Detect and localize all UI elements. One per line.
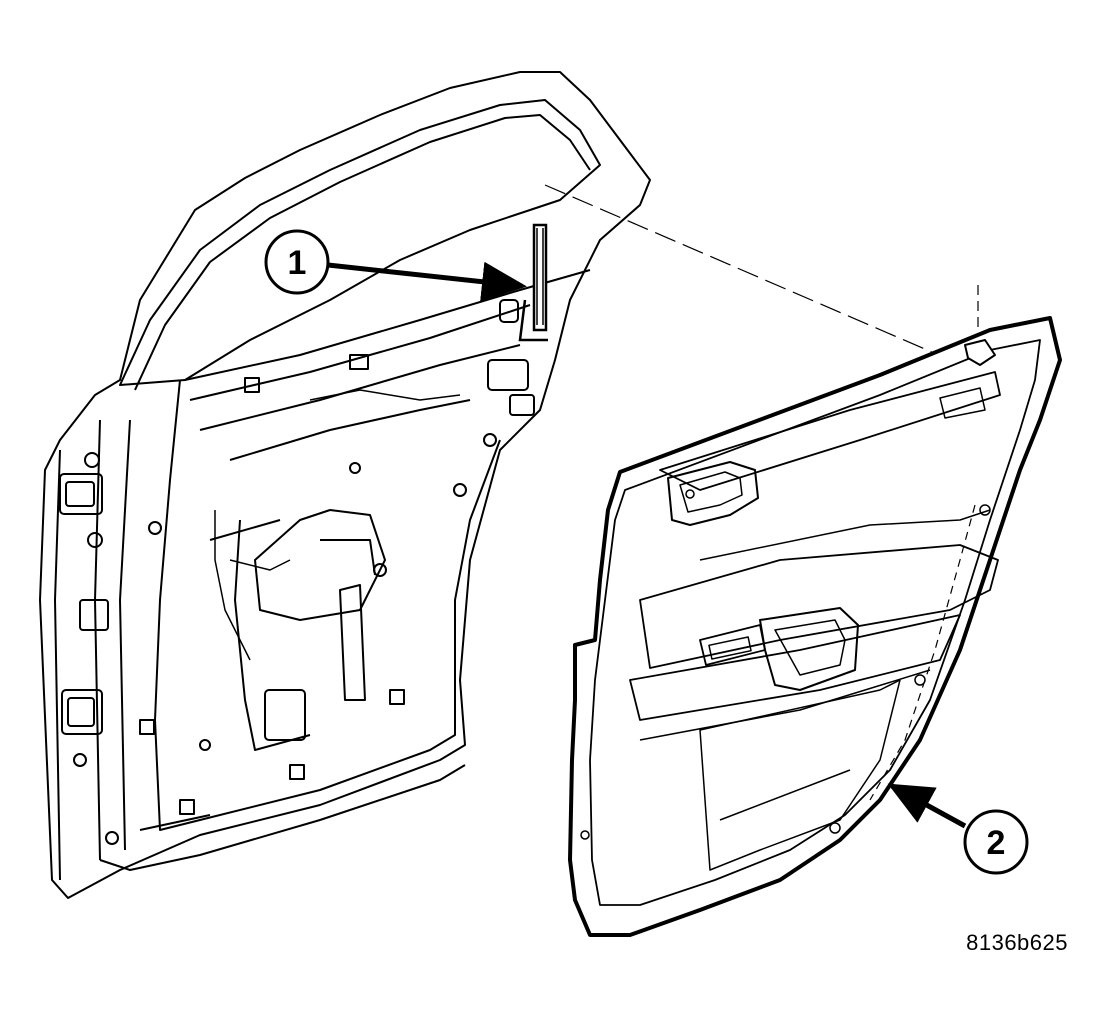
callout-2-label: 2: [987, 824, 1006, 862]
door-trim-panel: [568, 316, 1062, 937]
callout-1-arrow: [327, 261, 527, 302]
callout-1-circle: [264, 229, 330, 295]
door-lock-knob-rod: [518, 223, 548, 342]
callout-1-label: 1: [288, 244, 307, 282]
figure-id-label: 8136b625: [966, 930, 1068, 955]
callout-1: 1: [264, 229, 527, 302]
door-inner-frame: [39, 71, 651, 899]
callout-2: 2: [887, 783, 1029, 875]
callout-2-arrow: [887, 783, 967, 829]
callout-2-circle: [963, 809, 1029, 875]
alignment-dashed-line: [544, 184, 986, 376]
